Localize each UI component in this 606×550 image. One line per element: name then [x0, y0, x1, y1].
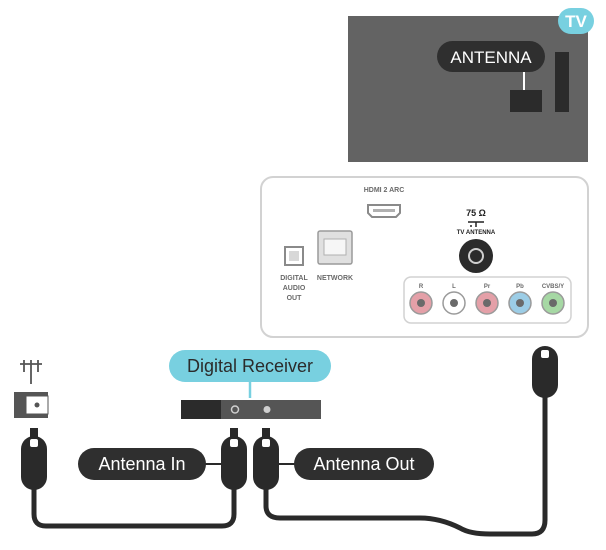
- av-jack-label: Pb: [516, 284, 524, 290]
- av-jack-label: L: [452, 284, 456, 290]
- antenna-icon: [20, 360, 42, 384]
- ohm-label: 75 Ω: [466, 208, 486, 218]
- network-label: NETWORK: [317, 275, 353, 282]
- digital-audio-label-1: DIGITAL: [280, 275, 308, 282]
- av-jack-label: R: [419, 284, 424, 290]
- cables: Antenna In Antenna Out: [21, 346, 558, 537]
- tv-antenna-port-inner: [468, 248, 484, 264]
- antenna-out-label: Antenna Out: [313, 454, 414, 474]
- tv-antenna-label: ANTENNA: [450, 48, 532, 67]
- antenna-out-callout: [294, 448, 434, 480]
- receiver-label: Digital Receiver: [187, 356, 313, 376]
- antenna-out-cable: [263, 396, 548, 537]
- hdmi-port-icon: [367, 204, 401, 218]
- av-jack-center: [483, 299, 491, 307]
- network-port-inner: [323, 238, 347, 256]
- tv-slot: [555, 52, 569, 112]
- av-jack-center: [516, 299, 524, 307]
- receiver-front: [181, 400, 221, 419]
- tv-back: ANTENNA: [348, 16, 588, 162]
- tv-badge: TV: [558, 8, 594, 34]
- tv-antenna-port: [459, 239, 493, 273]
- plug-receiver-in: [221, 428, 247, 490]
- av-jack-center: [450, 299, 458, 307]
- av-jack-center: [549, 299, 557, 307]
- digital-audio-label-3: OUT: [287, 295, 303, 302]
- receiver-port-out: [263, 406, 271, 413]
- av-jack-label: CVBS/Y: [542, 284, 564, 290]
- hdmi-port-inner: [373, 209, 395, 212]
- tv-antenna-callout: [437, 41, 545, 72]
- tv-body: [348, 16, 588, 162]
- wall-antenna: [14, 360, 49, 418]
- tv-badge-label: TV: [565, 12, 587, 31]
- tv-antenna-port-label: TV ANTENNA: [457, 230, 496, 236]
- digital-receiver: Digital Receiver: [169, 350, 331, 419]
- digital-audio-label-2: AUDIO: [283, 285, 306, 292]
- digital-audio-port-inner: [289, 251, 299, 261]
- receiver-port-in: [230, 405, 240, 414]
- plug-receiver-out: [253, 428, 279, 490]
- antenna-in-cable: [31, 488, 237, 529]
- connector-panel: HDMI 2 ARC 75 Ω TV ANTENNA DIGITAL AUDIO…: [260, 176, 589, 338]
- antenna-symbol-icon: [468, 221, 484, 227]
- av-jack-center: [417, 299, 425, 307]
- hdmi-label: HDMI 2 ARC: [364, 187, 405, 194]
- plug-wall: [21, 428, 47, 490]
- av-jack-label: Pr: [484, 284, 491, 290]
- tv-badge-pill: [558, 8, 594, 34]
- plug-tv: [532, 346, 558, 398]
- av-jacks: R L Pr Pb CVBS/Y: [409, 284, 565, 315]
- wall-socket-hole: [34, 402, 40, 408]
- tv-antenna-port-block: [510, 90, 542, 112]
- antenna-in-label: Antenna In: [98, 454, 185, 474]
- receiver-callout: [169, 350, 331, 382]
- antenna-in-callout: [78, 448, 206, 480]
